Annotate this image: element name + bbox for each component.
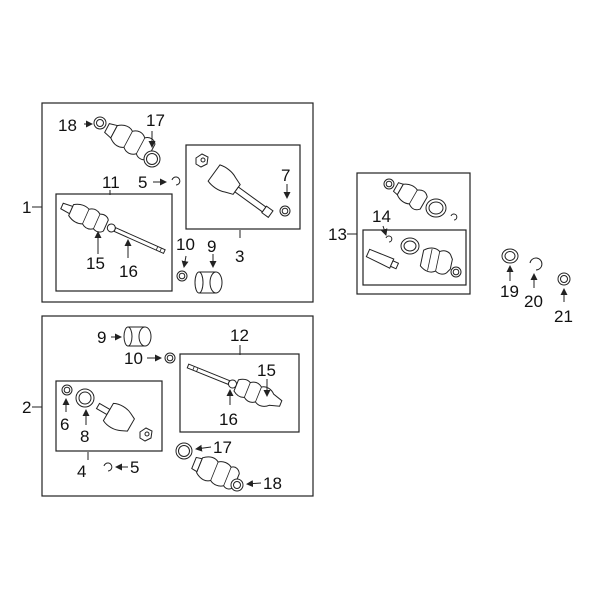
clamp-ring-icon	[557, 272, 571, 286]
bearing-icon	[194, 271, 223, 294]
callout-15: 15	[257, 361, 276, 380]
inner-box-4	[55, 380, 163, 452]
outer-box-1	[41, 102, 314, 303]
grease-tube-icon	[365, 248, 400, 270]
snap-ring-icon	[171, 176, 181, 186]
arrow-icon	[181, 255, 189, 268]
callout-14: 14	[372, 207, 391, 226]
callout-18: 18	[58, 116, 77, 135]
callout-2: 2	[22, 398, 31, 417]
bearing-icon	[501, 248, 519, 264]
callout-6: 6	[60, 415, 69, 434]
arrow-icon	[246, 480, 262, 488]
callout-12: 12	[230, 326, 249, 345]
arrow-icon	[195, 444, 212, 452]
clamp-ring-icon	[75, 388, 95, 408]
axle-shaft-icon	[60, 202, 166, 255]
callout-16: 16	[119, 262, 138, 281]
clamp-ring-icon	[164, 352, 176, 364]
clamp-ring-icon	[279, 205, 291, 217]
callout-17: 17	[213, 438, 232, 457]
clamp-ring-icon	[143, 150, 161, 168]
clamp-ring-icon	[230, 478, 244, 492]
clamp-ring-icon	[61, 384, 73, 396]
arrow-icon	[380, 225, 388, 236]
clamp-ring-icon	[93, 116, 107, 130]
clamp-ring-icon	[175, 442, 193, 460]
cv-joint-icon	[95, 402, 153, 442]
snap-ring-icon	[103, 462, 113, 472]
boot-kit-assembly: 14 13	[328, 172, 471, 295]
inner-box-3	[185, 144, 301, 230]
upper-axle-assembly: 18 17 5 11	[22, 102, 314, 303]
callout-19: 19	[500, 282, 519, 301]
lower-axle-assembly: 9 10 12 15 16 6	[22, 315, 314, 497]
callout-9: 9	[207, 237, 216, 256]
cv-joint-icon	[195, 153, 274, 219]
callout-21: 21	[554, 307, 573, 326]
clamp-ring-icon	[400, 237, 420, 255]
callout-10: 10	[176, 235, 195, 254]
cv-boot-icon	[104, 123, 156, 161]
outer-box-2	[41, 315, 314, 497]
bearing-icon	[123, 326, 152, 347]
clamp-ring-icon	[383, 178, 395, 190]
callout-5: 5	[138, 173, 147, 192]
callout-16: 16	[219, 410, 238, 429]
callout-1: 1	[22, 198, 31, 217]
callout-4: 4	[77, 462, 86, 481]
snap-ring-icon	[529, 257, 543, 271]
callout-20: 20	[524, 292, 543, 311]
clamp-ring-icon	[176, 270, 188, 282]
cv-boot-icon	[419, 247, 453, 275]
callout-13: 13	[328, 225, 347, 244]
inner-box-11	[55, 193, 173, 292]
callout-3: 3	[235, 247, 244, 266]
callout-7: 7	[281, 166, 290, 185]
callout-15: 15	[86, 254, 105, 273]
clamp-ring-icon	[450, 266, 462, 278]
snap-ring-icon	[450, 213, 458, 221]
callout-8: 8	[80, 427, 89, 446]
callout-17: 17	[146, 111, 165, 130]
loose-parts: 19 20 21	[500, 248, 573, 326]
inner-box-14	[362, 229, 467, 286]
clamp-ring-icon	[425, 198, 447, 218]
cv-boot-icon	[392, 182, 428, 211]
callout-10: 10	[124, 349, 143, 368]
callout-5: 5	[130, 458, 139, 477]
callout-18: 18	[263, 474, 282, 493]
snap-ring-icon	[385, 235, 393, 243]
callout-11: 11	[102, 173, 120, 192]
callout-9: 9	[97, 328, 106, 347]
axle-shaft-icon	[186, 363, 283, 407]
